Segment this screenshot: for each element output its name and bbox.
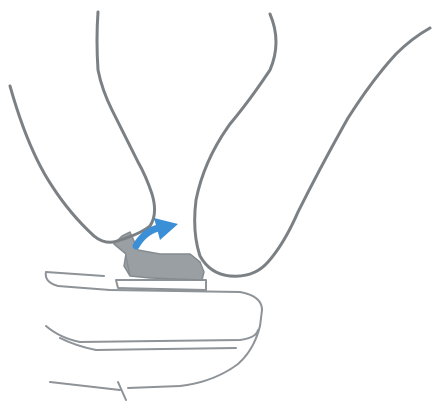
- device-left-edge: [46, 272, 104, 276]
- device-right-side: [128, 326, 260, 388]
- arrow-head: [154, 218, 178, 240]
- left-thumb-outline: [10, 12, 155, 242]
- device-seam-upper: [46, 326, 258, 342]
- device-lower-edge: [50, 382, 120, 390]
- device-bottom-notch: [118, 382, 126, 400]
- arrow-stroke: [136, 228, 158, 246]
- right-finger-outline: [195, 14, 430, 276]
- cap-assembly: [114, 232, 206, 290]
- cap-base: [116, 280, 206, 290]
- device-body: [46, 272, 262, 400]
- right-finger: [195, 14, 430, 276]
- flip-cap-icon: [114, 232, 204, 280]
- left-thumb: [10, 12, 155, 242]
